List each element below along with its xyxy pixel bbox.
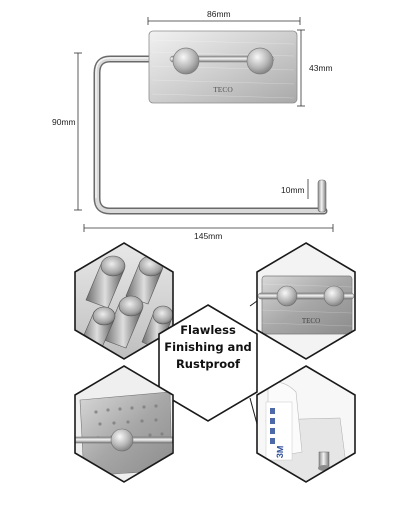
feature-hexagon	[158, 304, 258, 422]
feature-line-2: Finishing and	[164, 340, 252, 354]
closeup-mount-plate: TECO	[256, 242, 356, 360]
mount-knob-right	[246, 47, 274, 75]
dimension-plate-height-label: 43mm	[309, 63, 333, 73]
feature-text: Flawless Finishing and Rustproof	[154, 322, 262, 373]
feature-line-1: Flawless	[180, 323, 236, 337]
feature-line-3: Rustproof	[175, 357, 241, 371]
closeup-plate-underside	[74, 365, 174, 483]
mount-knob-left	[172, 47, 200, 75]
dimension-tip-label: 10mm	[281, 185, 305, 195]
dimension-total-height-label: 90mm	[52, 117, 76, 127]
plate-brand-logo: TECO	[213, 85, 233, 94]
closeup-adhesive-sticker: 3M	[256, 365, 356, 483]
dimension-lines	[74, 17, 334, 232]
dimension-width-label: 86mm	[207, 9, 231, 19]
dimension-length-label: 145mm	[194, 231, 223, 241]
closeup-brand-logo: TECO	[302, 317, 320, 325]
toilet-roll-holder-drawing: TECO	[74, 17, 334, 232]
sticker-3m-label: 3M	[275, 445, 285, 458]
